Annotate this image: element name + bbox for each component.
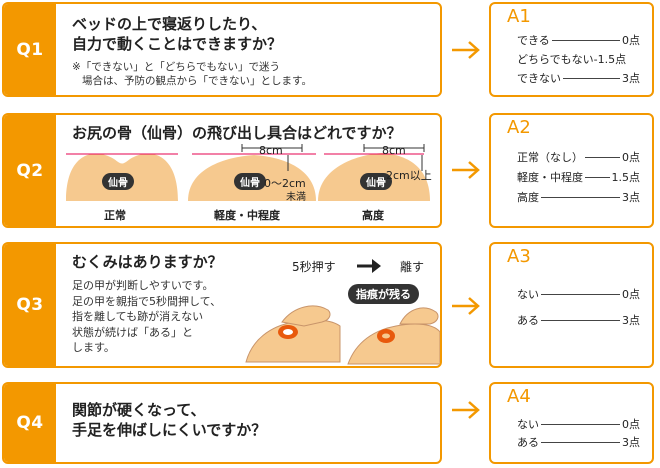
bone-marker: 仙骨: [102, 173, 134, 190]
arrow-right-icon: [452, 401, 480, 419]
question-title: お尻の骨（仙骨）の飛び出し具合はどれですか？: [72, 124, 402, 142]
answer-label: A4: [507, 386, 531, 407]
answer-score: 3点: [622, 436, 640, 449]
question-body: 足の甲が判断しやすいです。 足の甲を親指で5秒間押して、 指を離しても跡が消えな…: [72, 278, 221, 356]
mark-remains-badge: 指痕が残る: [348, 284, 419, 304]
answer-score: 0点: [622, 288, 640, 301]
question-label: Q4: [4, 384, 56, 462]
title-line-1: ベッドの上で寝返りしたり、: [72, 15, 267, 33]
caption-normal: 正常: [104, 209, 126, 222]
title-line-1: 関節が硬くなって、: [72, 401, 206, 419]
title-line-2: 自力で動くことはできますか？: [72, 35, 283, 53]
leader-line: [541, 293, 620, 295]
answer-score: 3点: [622, 314, 640, 327]
mild-range-label: 0～2cm: [264, 177, 306, 190]
answer-card-3: A3 ない 0点 ある 3点: [489, 242, 654, 368]
caption-high: 高度: [362, 209, 384, 222]
leader-line: [563, 77, 620, 79]
answer-row: ない 0点: [517, 416, 640, 432]
note-line-1: ※「できない」と「どちらでもない」で迷う: [72, 61, 280, 73]
body-line: 足の甲が判断しやすいです。: [72, 279, 214, 292]
title-line-2: 手足を伸ばしにくいですか？: [72, 421, 267, 439]
answer-label: A1: [507, 6, 531, 27]
leader-line: [541, 441, 620, 443]
arrow-right-icon: [452, 161, 480, 179]
question-card-4: Q4 関節が硬くなって、 手足を伸ばしにくいですか？: [2, 382, 442, 464]
answer-score: 0点: [622, 418, 640, 431]
body-line: 足の甲を親指で5秒間押して、: [72, 294, 222, 308]
note-line-2: 場合は、予防の観点から「できない」とします。: [82, 75, 312, 87]
leader-line: [585, 176, 610, 178]
answer-row: ある 3点: [517, 312, 640, 328]
answer-row: できる 0点: [517, 32, 640, 48]
release-label: 離す: [400, 260, 425, 274]
answer-card-1: A1 できる 0点 どちらでもない -1.5点 できない 3点: [489, 2, 654, 97]
answer-row: ある 3点: [517, 434, 640, 450]
answer-text: ない: [517, 418, 539, 431]
answer-row: 高度 3点: [517, 189, 640, 205]
answer-text: できる: [517, 34, 550, 47]
dim-label-8cm: 8cm: [259, 144, 283, 157]
answer-text: 軽度・中程度: [517, 171, 583, 184]
answer-text: ない: [517, 288, 539, 301]
leader-line: [585, 156, 620, 158]
answer-text: ある: [517, 314, 539, 327]
answer-label: A3: [507, 246, 531, 267]
leader-line: [541, 196, 620, 198]
question-card-3: Q3 むくみはありますか？ 足の甲が判断しやすいです。 足の甲を親指で5秒間押し…: [2, 242, 442, 368]
question-title: むくみはありますか？: [72, 253, 223, 271]
answer-label: A2: [507, 117, 531, 138]
answer-card-2: A2 正常（なし） 0点 軽度・中程度 1.5点 高度 3点: [489, 113, 654, 228]
question-card-1: Q1 ベッドの上で寝返りしたり、 自力で動くことはできますか？ ※「できない」と…: [2, 2, 442, 97]
high-range-label: 2cm以上: [386, 169, 432, 182]
question-label: Q1: [4, 4, 56, 95]
leader-line: [551, 39, 620, 41]
answer-text: ある: [517, 436, 539, 449]
question-title: 関節が硬くなって、 手足を伸ばしにくいですか？: [72, 400, 266, 440]
answer-row: どちらでもない -1.5点: [517, 51, 640, 67]
bone-marker: 仙骨: [360, 173, 392, 190]
answer-row: 正常（なし） 0点: [517, 149, 640, 165]
bone-marker: 仙骨: [234, 173, 266, 190]
answer-text: 正常（なし）: [517, 151, 583, 164]
answer-card-4: A4 ない 0点 ある 3点: [489, 382, 654, 464]
answer-score: 0点: [622, 151, 640, 164]
leader-line: [541, 423, 620, 425]
body-line: します。: [72, 341, 115, 354]
answer-text: どちらでもない: [517, 53, 594, 66]
question-label: Q2: [4, 115, 56, 226]
caption-mild: 軽度・中程度: [214, 209, 280, 222]
question-title: ベッドの上で寝返りしたり、 自力で動くことはできますか？: [72, 14, 282, 54]
answer-score: 1.5点: [611, 171, 641, 184]
foot-press-illustration: [245, 305, 341, 363]
answer-text: 高度: [517, 191, 539, 204]
foot-mark-illustration: [347, 307, 440, 365]
dim-label-8cm: 8cm: [382, 144, 406, 157]
body-line: 状態が続けば「ある」と: [72, 325, 193, 339]
arrow-right-icon: [452, 297, 480, 315]
answer-row: ない 0点: [517, 286, 640, 302]
body-line: 指を離しても跡が消えない: [72, 310, 204, 323]
press-label: 5秒押す: [292, 260, 336, 274]
mild-range-suffix: 未満: [286, 192, 306, 203]
answer-row: 軽度・中程度 1.5点: [517, 169, 640, 185]
answer-score: 3点: [622, 191, 640, 204]
answer-text: できない: [517, 72, 561, 85]
answer-row: できない 3点: [517, 70, 640, 86]
question-card-2: Q2 お尻の骨（仙骨）の飛び出し具合はどれですか？ 8cm: [2, 113, 442, 228]
answer-score: 3点: [622, 72, 640, 85]
leader-line: [541, 319, 620, 321]
answer-score: -1.5点: [593, 53, 627, 66]
question-note: ※「できない」と「どちらでもない」で迷う 場合は、予防の観点から「できない」とし…: [72, 60, 312, 88]
arrow-right-icon: [357, 259, 381, 273]
question-label: Q3: [4, 244, 56, 366]
answer-score: 0点: [622, 34, 640, 47]
arrow-right-icon: [452, 41, 480, 59]
